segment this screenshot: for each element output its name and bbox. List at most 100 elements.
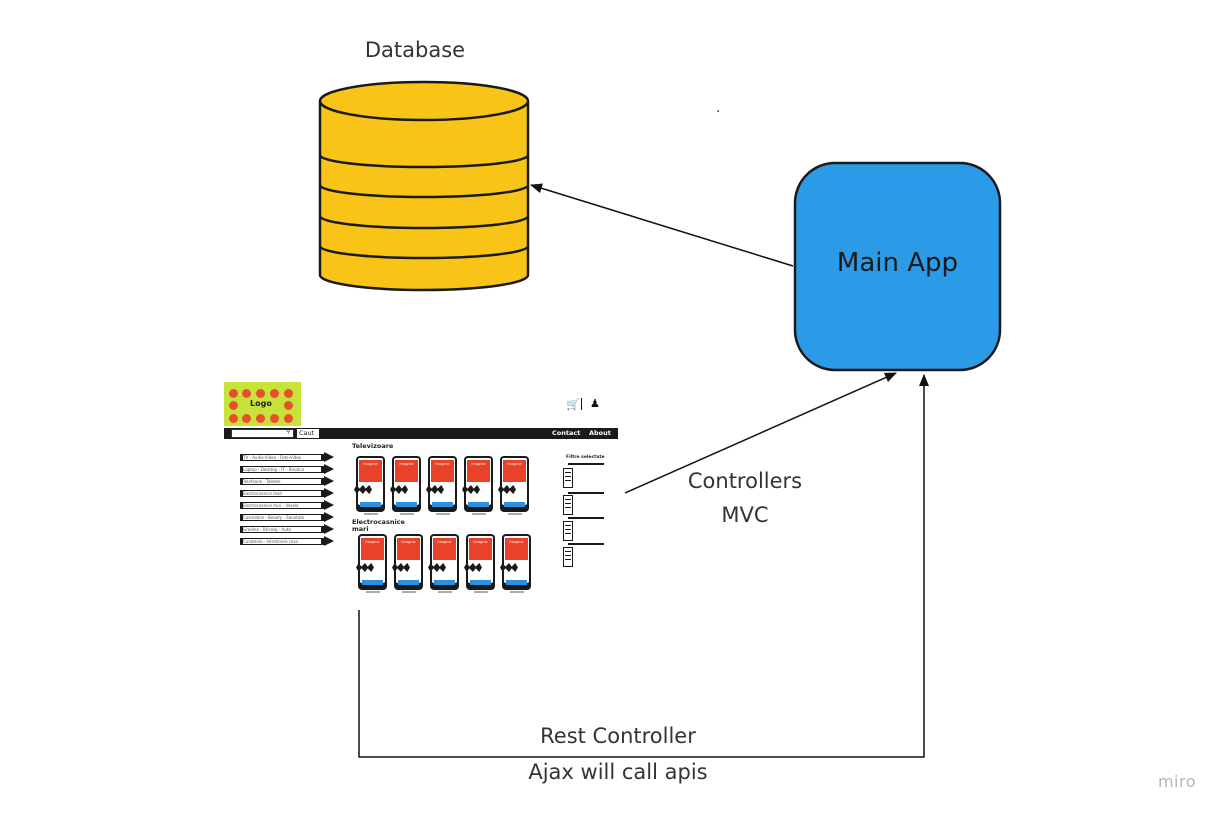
add-to-cart-button[interactable] — [468, 502, 489, 507]
product-card[interactable]: Imagine — [356, 534, 387, 593]
ajax-label: Ajax will call apis — [528, 760, 708, 784]
category-label: Laptop - Desktop - IT - Birotica — [243, 467, 321, 472]
discount-burst-icon — [500, 563, 518, 572]
category-item[interactable]: Laptop - Desktop - IT - Birotica — [240, 464, 334, 474]
category-label: Telefoane - Tablete — [243, 479, 321, 484]
add-to-cart-button[interactable] — [362, 580, 383, 585]
discount-burst-icon — [390, 485, 408, 494]
logo-dot — [256, 414, 265, 423]
arrow-right-icon — [324, 500, 334, 510]
logo-dot — [242, 414, 251, 423]
header-divider — [581, 398, 582, 410]
nav-about-link[interactable]: About — [589, 429, 611, 437]
arrow-right-icon — [324, 452, 334, 462]
database-cylinder[interactable] — [318, 80, 530, 292]
category-item[interactable]: Gradina - Bricolaj - Auto — [240, 524, 334, 534]
rest-controller-arrow — [358, 374, 929, 758]
product-card[interactable]: Imagine — [464, 534, 495, 593]
product-card[interactable]: Imagine — [426, 456, 457, 515]
arrow-right-icon — [324, 512, 334, 522]
arrow-right-icon — [324, 488, 334, 498]
webpage-mockup[interactable]: Logo 🛒 ♟ ⚲ Caut Contact About Televizoar… — [224, 382, 618, 594]
product-image: Imagine — [431, 460, 454, 482]
filter-group[interactable] — [563, 547, 573, 567]
add-to-cart-button[interactable] — [506, 580, 527, 585]
add-to-cart-button[interactable] — [434, 580, 455, 585]
category-item[interactable]: Electrocasnice mici - Vesela — [240, 500, 334, 510]
main-app-label: Main App — [836, 248, 959, 278]
arrow-right-icon — [324, 476, 334, 486]
discount-burst-icon — [464, 563, 482, 572]
add-to-cart-button[interactable] — [396, 502, 417, 507]
logo-dot — [270, 414, 279, 423]
category-item[interactable]: TV - Audio-Video - Foto-Video — [240, 452, 334, 462]
filter-divider — [568, 543, 604, 545]
product-caption — [472, 513, 486, 515]
rest-controller-label: Rest Controller — [540, 724, 696, 748]
filter-divider — [568, 463, 604, 465]
section-title-appliances: Electrocasnice mari — [352, 518, 405, 533]
category-label: TV - Audio-Video - Foto-Video — [243, 455, 321, 460]
logo-dot — [256, 389, 265, 398]
add-to-cart-button[interactable] — [504, 502, 525, 507]
discount-burst-icon — [356, 563, 374, 572]
add-to-cart-button[interactable] — [398, 580, 419, 585]
user-icon[interactable]: ♟ — [590, 397, 600, 410]
discount-burst-icon — [354, 485, 372, 494]
filter-group[interactable] — [563, 521, 573, 541]
discount-burst-icon — [426, 485, 444, 494]
mockup-search-button[interactable]: Caut — [297, 429, 319, 438]
arrow-right-icon — [324, 524, 334, 534]
miro-watermark: miro — [1157, 772, 1196, 791]
controllers-mvc-arrow — [624, 372, 897, 494]
filter-group[interactable] — [563, 468, 573, 488]
product-caption — [402, 591, 416, 593]
filters-title: Filtre selectate — [566, 455, 605, 460]
nav-contact-link[interactable]: Contact — [552, 429, 581, 437]
product-image: Imagine — [359, 460, 382, 482]
add-to-cart-button[interactable] — [470, 580, 491, 585]
product-card[interactable]: Imagine — [392, 534, 423, 593]
stray-dot: . — [716, 100, 721, 116]
category-item[interactable]: Curatenie - Intretinere casa — [240, 536, 334, 546]
mockup-search-input[interactable] — [231, 429, 294, 438]
product-caption — [436, 513, 450, 515]
product-card[interactable]: Imagine — [498, 456, 529, 515]
product-card[interactable]: Imagine — [462, 456, 493, 515]
product-caption — [366, 591, 380, 593]
add-to-cart-button[interactable] — [360, 502, 381, 507]
logo-dot — [242, 389, 251, 398]
category-item[interactable]: Electrocasnice mari — [240, 488, 334, 498]
controllers-label-line1: Controllers — [687, 469, 803, 493]
filter-group[interactable] — [563, 495, 573, 515]
product-image: Imagine — [467, 460, 490, 482]
discount-burst-icon — [428, 563, 446, 572]
logo-dot — [229, 401, 238, 410]
product-image: Imagine — [503, 460, 526, 482]
category-label: Cosmetice - Beauty - Sanatate — [243, 515, 321, 520]
filter-divider — [568, 492, 604, 494]
product-caption — [510, 591, 524, 593]
search-icon[interactable]: ⚲ — [286, 428, 291, 435]
app-to-database-arrow — [530, 183, 794, 267]
logo-dot — [284, 401, 293, 410]
category-label: Curatenie - Intretinere casa — [243, 539, 321, 544]
category-item[interactable]: Telefoane - Tablete — [240, 476, 334, 486]
product-card[interactable]: Imagine — [428, 534, 459, 593]
controllers-mvc-label: Controllers MVC — [665, 464, 825, 532]
logo-dot — [284, 414, 293, 423]
section-title-tv: Televizoare — [352, 442, 394, 450]
product-card[interactable]: Imagine — [354, 456, 385, 515]
category-label: Electrocasnice mari — [243, 491, 321, 496]
main-app-box[interactable] — [793, 161, 1002, 372]
product-caption — [364, 513, 378, 515]
cart-icon[interactable]: 🛒 — [566, 398, 580, 411]
category-label: Gradina - Bricolaj - Auto — [243, 527, 321, 532]
add-to-cart-button[interactable] — [432, 502, 453, 507]
product-image: Imagine — [361, 538, 384, 560]
product-card[interactable]: Imagine — [390, 456, 421, 515]
filter-divider — [568, 517, 604, 519]
product-card[interactable]: Imagine — [500, 534, 531, 593]
logo-dot — [229, 389, 238, 398]
category-item[interactable]: Cosmetice - Beauty - Sanatate — [240, 512, 334, 522]
